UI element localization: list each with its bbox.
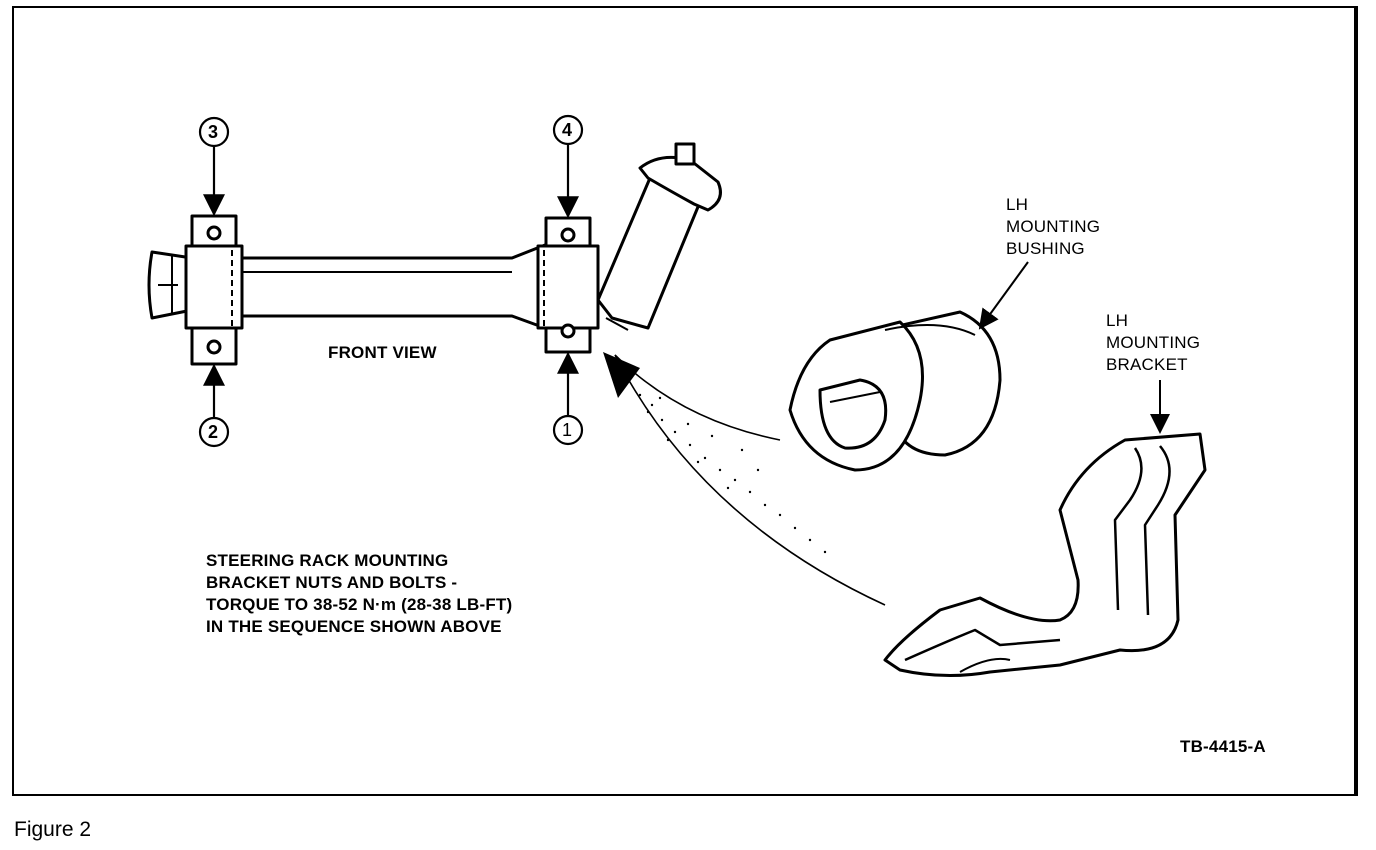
bolt-3 bbox=[206, 225, 222, 241]
bolt-1 bbox=[560, 323, 576, 339]
torque-note-line-1: STEERING RACK MOUNTING bbox=[206, 551, 449, 570]
torque-note: STEERING RACK MOUNTING BRACKET NUTS AND … bbox=[206, 550, 512, 638]
torque-note-line-3: TORQUE TO 38-52 N·m (28-38 LB-FT) bbox=[206, 595, 513, 614]
bushing-callout-line-3: BUSHING bbox=[1006, 239, 1085, 258]
sequence-number-4: 4 bbox=[562, 120, 573, 140]
bracket-callout: LH MOUNTING BRACKET bbox=[1106, 310, 1200, 376]
bolt-2 bbox=[206, 339, 222, 355]
sequence-number-2: 2 bbox=[208, 422, 219, 442]
figure-caption: Figure 2 bbox=[14, 818, 92, 841]
drawing-id: TB-4415-A bbox=[1180, 737, 1266, 756]
bushing-callout-line-1: LH bbox=[1006, 195, 1029, 214]
sequence-number-1: 1 bbox=[562, 420, 573, 440]
sequence-number-3: 3 bbox=[208, 122, 219, 142]
bracket-callout-line-1: LH bbox=[1106, 311, 1129, 330]
steering-rack bbox=[147, 142, 722, 366]
callout-leaders bbox=[978, 261, 1170, 434]
front-view-title: FRONT VIEW bbox=[328, 343, 437, 362]
torque-note-line-2: BRACKET NUTS AND BOLTS - bbox=[206, 573, 458, 592]
bracket-callout-line-2: MOUNTING bbox=[1106, 333, 1201, 352]
bolt-4 bbox=[560, 227, 576, 243]
bushing-callout-line-2: MOUNTING bbox=[1006, 217, 1101, 236]
bracket-callout-line-3: BRACKET bbox=[1106, 355, 1188, 374]
figure-frame bbox=[12, 6, 1358, 796]
lh-mounting-bushing bbox=[788, 310, 1002, 472]
pinion-housing bbox=[596, 176, 702, 330]
rack-tube bbox=[236, 243, 547, 330]
torque-note-line-4: IN THE SEQUENCE SHOWN ABOVE bbox=[206, 617, 502, 636]
lh-mounting-bracket bbox=[883, 432, 1207, 678]
bushing-callout: LH MOUNTING BUSHING bbox=[1006, 194, 1100, 260]
assembly-arrow bbox=[603, 352, 886, 606]
sequence-markers bbox=[198, 114, 584, 448]
